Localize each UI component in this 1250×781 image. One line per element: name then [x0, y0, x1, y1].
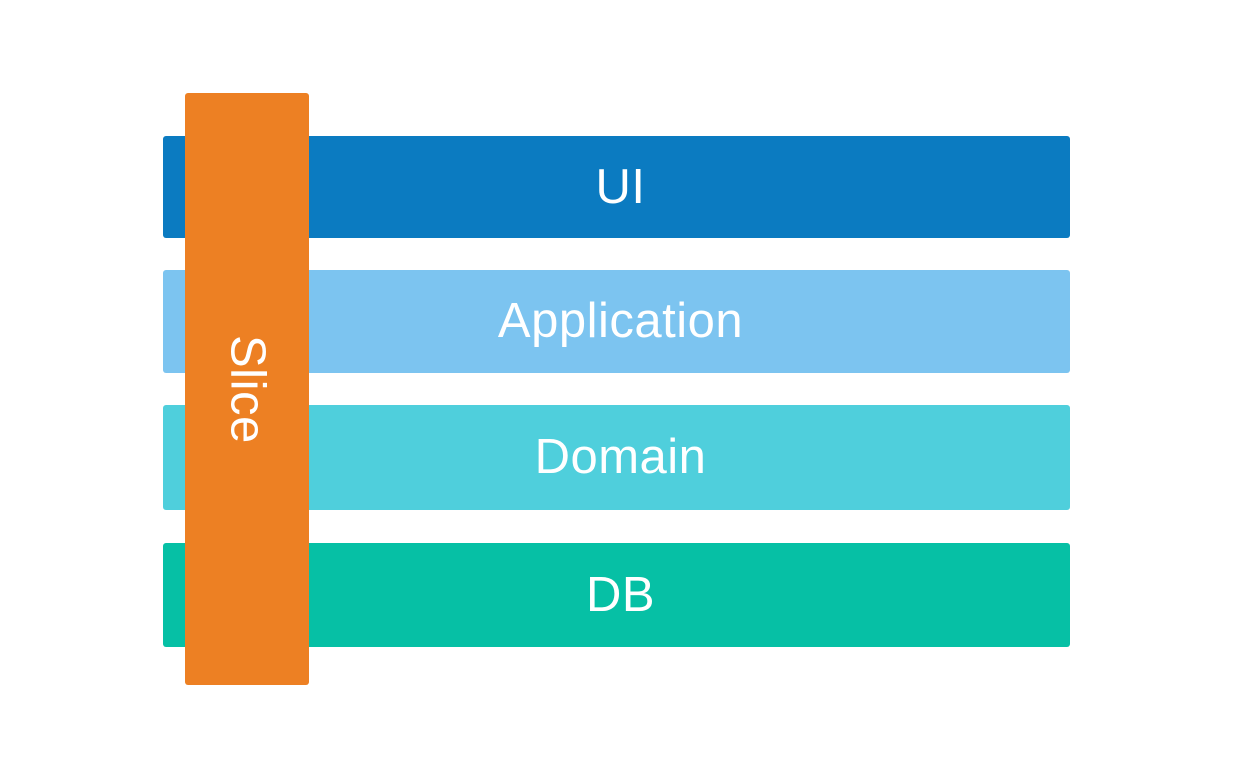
layer-label-application: Application: [497, 294, 744, 348]
layer-bar-ui[interactable]: UI: [163, 136, 1070, 238]
layer-bar-db[interactable]: DB: [163, 543, 1070, 647]
vertical-slice-label: Slice: [220, 334, 275, 444]
vertical-slice-bar[interactable]: Slice: [185, 93, 309, 685]
layer-label-db: DB: [585, 567, 656, 622]
layer-bar-domain[interactable]: Domain: [163, 405, 1070, 510]
layer-label-ui: UI: [595, 159, 646, 214]
layer-bar-application[interactable]: Application: [163, 270, 1070, 373]
layer-label-domain: Domain: [534, 430, 707, 484]
